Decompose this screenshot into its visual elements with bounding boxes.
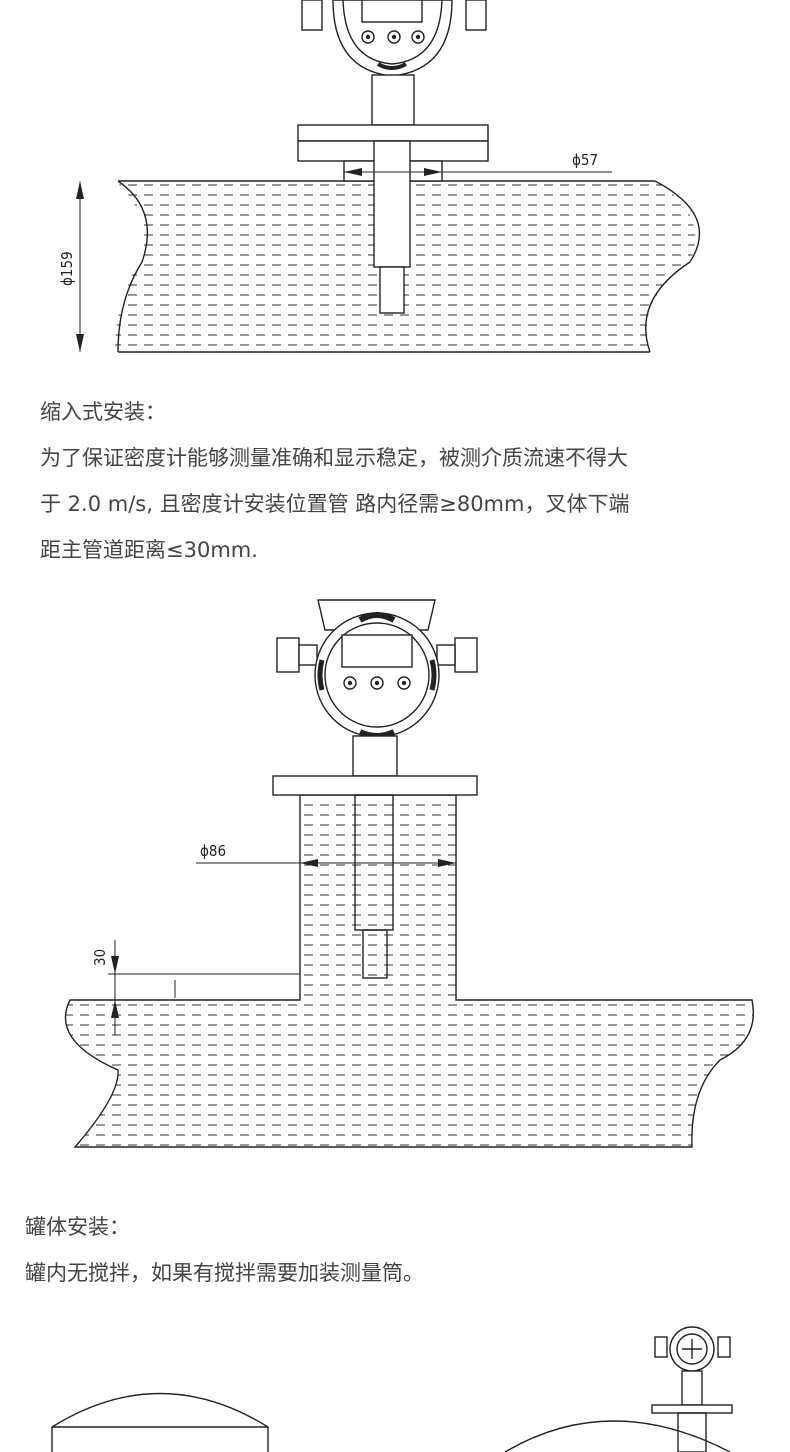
transmitter-housing	[297, 0, 489, 314]
figure-tank-install	[0, 1315, 790, 1452]
section-heading: 缩入式安装：	[40, 400, 166, 424]
dim-pipe-57: ϕ57	[344, 151, 612, 176]
paragraph-line: 为了保证密度计能够测量准确和显示稳定，被测介质流速不得大	[40, 446, 628, 470]
figure-tee-install: ϕ86 30	[0, 590, 790, 1160]
dim-label-86: ϕ86	[200, 842, 226, 860]
diagram-tee: ϕ86 30	[64, 599, 754, 1148]
dim-label-57: ϕ57	[572, 151, 598, 169]
paragraph-line: 于 2.0 m/s, 且密度计安装位置管 路内径需≥80mm，叉体下端	[40, 492, 630, 516]
diagram-pipeline: ϕ57 ϕ159	[58, 0, 700, 353]
figure-pipeline-install: ϕ57 ϕ159	[0, 0, 790, 360]
section-heading: 罐体安装：	[25, 1215, 130, 1239]
dim-main-159: ϕ159	[58, 181, 84, 352]
paragraph-line: 罐内无搅拌，如果有搅拌需要加装测量筒。	[25, 1261, 424, 1285]
transmitter-housing	[272, 599, 478, 979]
dim-label-30: 30	[91, 949, 109, 966]
section-tank-install: 罐体安装： 罐内无搅拌，如果有搅拌需要加装测量筒。	[25, 1208, 765, 1292]
diagram-tank	[51, 1326, 733, 1452]
dim-distance-30: 30	[91, 940, 300, 1035]
dim-pipe-86: ϕ86	[196, 842, 456, 867]
dim-label-159: ϕ159	[58, 251, 76, 286]
paragraph-line: 距主管道距离≤30mm.	[40, 538, 258, 562]
section-insert-install: 缩入式安装： 为了保证密度计能够测量准确和显示稳定，被测介质流速不得大 于 2.…	[40, 393, 760, 569]
